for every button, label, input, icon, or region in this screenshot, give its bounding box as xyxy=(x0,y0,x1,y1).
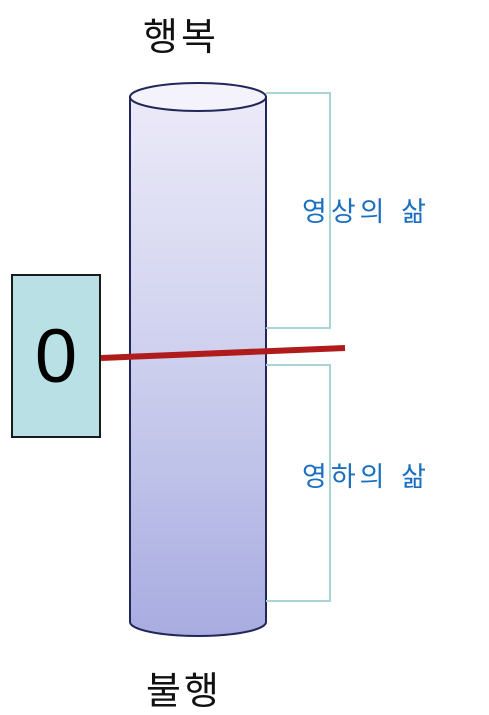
cylinder-body xyxy=(129,96,267,637)
zero-line xyxy=(100,345,346,361)
top-label-happiness: 행복 xyxy=(143,15,219,59)
cylinder-top xyxy=(129,82,267,112)
zero-marker-text: 0 xyxy=(34,313,78,399)
upper-bracket xyxy=(266,92,331,329)
upper-region-label: 영상의 삶 xyxy=(302,197,430,228)
lower-region-label: 영하의 삶 xyxy=(302,462,430,493)
lower-bracket xyxy=(266,364,331,602)
zero-marker-box: 0 xyxy=(11,274,101,438)
bottom-label-unhappiness: 불행 xyxy=(146,669,222,713)
